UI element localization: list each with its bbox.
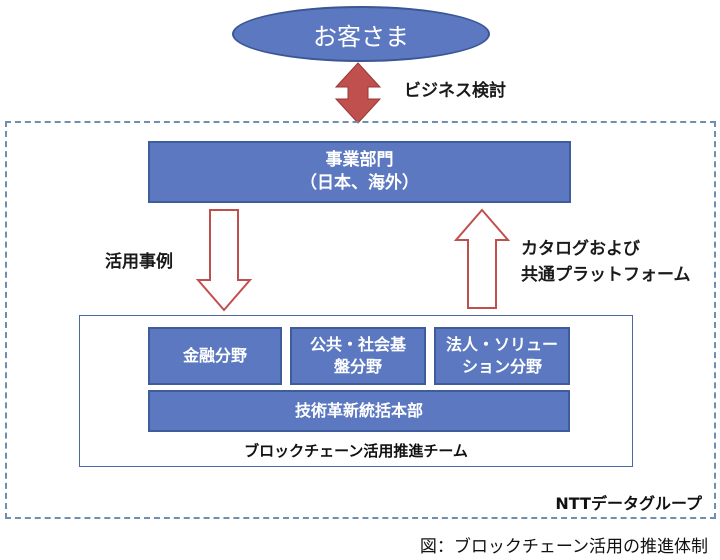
- corporate-line2: ション分野: [461, 357, 542, 376]
- corporate-box: 法人・ソリュー ション分野: [434, 327, 570, 385]
- figure-caption: 図：ブロックチェーン活用の推進体制: [419, 537, 708, 557]
- double-arrow-icon: [334, 62, 382, 124]
- customer-label: お客さま: [313, 22, 409, 51]
- ntt-group-label: NTTデータグループ: [555, 494, 702, 513]
- public-line2: 盤分野: [333, 357, 382, 376]
- use-cases-label: 活用事例: [105, 252, 173, 272]
- ntt-group-frame: [5, 121, 716, 519]
- catalog-line1: カタログおよび: [521, 239, 640, 259]
- corporate-line1: 法人・ソリュー: [445, 335, 558, 355]
- finance-box: 金融分野: [148, 327, 282, 385]
- business-dept-line2: （日本、海外）: [300, 173, 419, 193]
- public-box: 公共・社会基 盤分野: [290, 327, 426, 385]
- business-review-label: ビジネス検討: [404, 81, 506, 101]
- finance-label: 金融分野: [182, 346, 247, 366]
- catalog-label: カタログおよび 共通プラットフォーム: [521, 236, 691, 289]
- catalog-line2: 共通プラットフォーム: [521, 265, 691, 286]
- tech-hq-box: 技術革新統括本部: [148, 390, 570, 432]
- up-arrow-icon: [453, 208, 511, 309]
- customer-ellipse: お客さま: [232, 6, 490, 62]
- public-line1: 公共・社会基: [309, 335, 406, 355]
- blockchain-team-label: ブロックチェーン活用推進チーム: [244, 442, 468, 460]
- tech-hq-label: 技術革新統括本部: [294, 401, 423, 421]
- business-dept-box: 事業部門 （日本、海外）: [148, 141, 571, 203]
- down-arrow-icon: [195, 209, 253, 312]
- business-dept-line1: 事業部門: [325, 150, 394, 171]
